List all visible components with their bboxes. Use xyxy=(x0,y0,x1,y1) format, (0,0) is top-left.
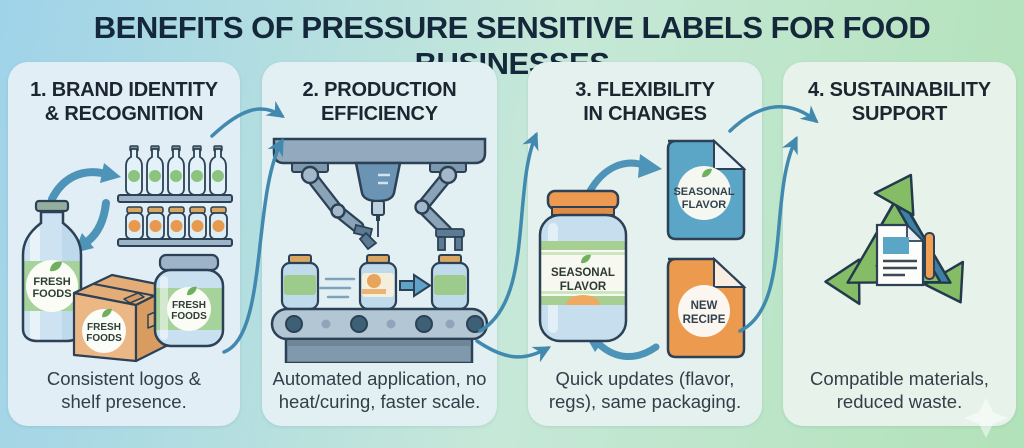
panel-production-efficiency: 2. PRODUCTION EFFICIENCY xyxy=(262,62,497,426)
bottle-label-line2: FOODS xyxy=(32,288,71,300)
belt-arrow-icon xyxy=(399,272,432,298)
milk-bottle: FRESH FOODS xyxy=(21,199,83,343)
panel-2-caption-line1: Automated application, no xyxy=(272,367,487,389)
panel-1-heading: 1. BRAND IDENTITY & RECOGNITION xyxy=(8,78,240,127)
belt-jar-3 xyxy=(430,253,470,310)
panel-1-caption-line1: Consistent logos & xyxy=(46,367,202,389)
labeling-machine-gantry xyxy=(272,137,487,237)
panel-4-heading-line2: SUPPORT xyxy=(851,103,948,126)
card2-label-line1: NEW xyxy=(691,300,718,312)
belt-jar-2-labeling xyxy=(318,253,398,310)
robotic-arm-right xyxy=(414,161,467,251)
card1-label-line2: FLAVOR xyxy=(682,199,726,211)
seasonal-flavor-card: SEASONAL FLAVOR xyxy=(666,138,747,241)
panel-4-caption-line1: Compatible materials, xyxy=(810,367,989,389)
panel-flexibility: 3. FLEXIBILITY IN CHANGES xyxy=(528,62,762,426)
production-efficiency-illustration xyxy=(270,137,489,363)
pen-icon xyxy=(924,231,935,280)
panel-3-heading-line2: IN CHANGES xyxy=(583,103,707,126)
leaf-icon xyxy=(102,308,112,317)
panel-1-caption: Consistent logos & shelf presence. xyxy=(8,367,240,414)
leaf-icon xyxy=(187,286,197,295)
panel-4-caption: Compatible materials, reduced waste. xyxy=(783,367,1016,414)
panel-1-caption-line2: shelf presence. xyxy=(61,391,187,413)
panel-2-heading: 2. PRODUCTION EFFICIENCY xyxy=(262,78,497,127)
bottle-label-line1: FRESH xyxy=(33,276,70,288)
seasonal-flavor-jar: SEASONAL FLAVOR xyxy=(538,189,628,343)
belt-jar-1 xyxy=(280,253,320,310)
brand-identity-illustration: FRESH FOODS FRESH FOODS xyxy=(21,144,233,362)
flexibility-illustration: SEASONAL FLAVOR SEASONAL FLAVOR NEW RECI… xyxy=(538,138,747,360)
arrow-jar-to-card-icon xyxy=(586,153,662,195)
conveyor-belt xyxy=(270,307,489,363)
jar-label-line2: FOODS xyxy=(171,311,207,322)
shelf-bottles-row xyxy=(117,144,233,203)
panel-sustainability: 4. SUSTAINABILITY SUPPORT xyxy=(783,62,1016,426)
arrow-to-shelf-icon xyxy=(48,162,121,203)
leaf-icon xyxy=(702,168,712,177)
panel-3-caption-line2: regs), same packaging. xyxy=(548,391,742,413)
document-icon xyxy=(875,222,935,286)
leaf-icon xyxy=(50,261,62,271)
panel-2-heading-line1: 2. PRODUCTION xyxy=(302,79,457,101)
panel-3-caption: Quick updates (flavor, regs), same packa… xyxy=(528,367,762,414)
panel-2-caption-line2: heat/curing, faster scale. xyxy=(278,391,481,413)
panel-4-heading: 4. SUSTAINABILITY SUPPORT xyxy=(783,78,1016,127)
card1-label-line1: SEASONAL xyxy=(673,186,734,198)
panel-2-caption: Automated application, no heat/curing, f… xyxy=(262,367,497,414)
sustainability-illustration xyxy=(823,171,975,324)
leaf-icon xyxy=(581,254,591,263)
panel-brand-identity: 1. BRAND IDENTITY & RECOGNITION xyxy=(8,62,240,426)
robotic-arm-left xyxy=(291,161,378,251)
box-label-line2: FOODS xyxy=(86,333,122,344)
seasonal-jar-label-line2: FLAVOR xyxy=(560,281,607,293)
panel-3-heading: 3. FLEXIBILITY IN CHANGES xyxy=(528,78,762,127)
panel-2-heading-line2: EFFICIENCY xyxy=(321,103,438,126)
card2-label-line2: RECIPE xyxy=(683,314,726,326)
seasonal-jar-label-line1: SEASONAL xyxy=(551,267,615,279)
panel-3-caption-line1: Quick updates (flavor, xyxy=(555,367,735,389)
panel-1-heading-line1: 1. BRAND IDENTITY xyxy=(30,79,218,101)
applicator-nozzle xyxy=(371,199,385,216)
panel-4-caption-line2: reduced waste. xyxy=(836,391,963,413)
panel-3-heading-line1: 3. FLEXIBILITY xyxy=(575,79,715,101)
jar-label-line1: FRESH xyxy=(172,300,206,311)
product-jar: FRESH FOODS xyxy=(153,253,225,348)
panel-4-heading-line1: 4. SUSTAINABILITY xyxy=(808,79,991,101)
box-label-line1: FRESH xyxy=(87,322,121,333)
panel-1-heading-line2: & RECOGNITION xyxy=(44,103,204,126)
new-recipe-card: NEW RECIPE xyxy=(666,256,747,359)
shelf-jars-row xyxy=(117,205,233,247)
